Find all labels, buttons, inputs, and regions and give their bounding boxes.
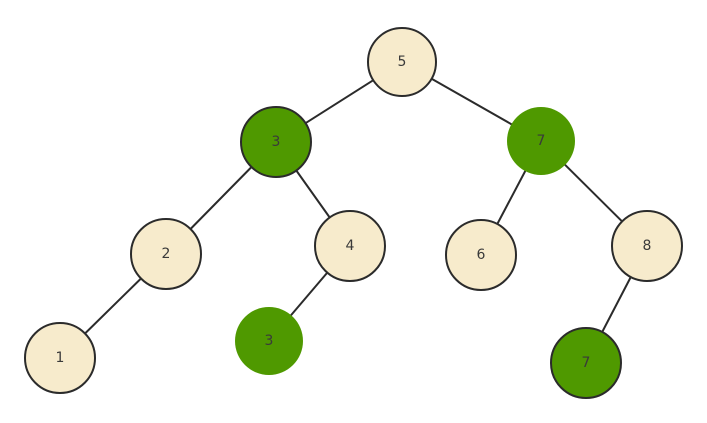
tree-node-n7b: 7 [550, 327, 622, 399]
tree-edge-n3a-n2 [189, 166, 253, 230]
tree-node-label: 5 [398, 54, 407, 70]
tree-edges [84, 77, 632, 335]
tree-edge-n7a-n8 [564, 163, 624, 223]
tree-node-label: 3 [272, 134, 281, 150]
tree-node-circle [611, 210, 683, 282]
tree-node-n2: 2 [130, 218, 202, 290]
tree-node-circle [24, 322, 96, 394]
tree-node-circle [130, 218, 202, 290]
tree-node-n6: 6 [445, 219, 517, 291]
tree-node-label: 3 [265, 333, 274, 349]
tree-node-label: 7 [537, 133, 546, 149]
tree-node-circle [507, 107, 575, 175]
tree-edge-n4-n3b [290, 271, 329, 317]
tree-edge-n8-n7b [601, 276, 632, 333]
tree-node-circle [235, 307, 303, 375]
tree-edge-n5-n7a [430, 77, 513, 126]
tree-node-label: 7 [582, 355, 591, 371]
tree-node-n7a: 7 [507, 107, 575, 175]
tree-node-n3b: 3 [235, 307, 303, 375]
tree-node-label: 8 [643, 238, 652, 254]
tree-node-label: 2 [162, 246, 171, 262]
tree-node-circle [550, 327, 622, 399]
tree-node-n1: 1 [24, 322, 96, 394]
tree-node-label: 1 [56, 350, 65, 366]
tree-node-n8: 8 [611, 210, 683, 282]
tree-node-n4: 4 [314, 210, 386, 282]
tree-edge-n2-n1 [84, 277, 142, 335]
tree-node-circle [445, 219, 517, 291]
tree-node-n5: 5 [367, 27, 437, 97]
tree-node-label: 6 [477, 247, 486, 263]
tree-edge-n7a-n6 [496, 170, 527, 225]
tree-edge-n5-n3a [304, 79, 375, 125]
tree-nodes: 5 3 7 2 4 6 8 1 3 7 [24, 27, 683, 399]
tree-node-circle [240, 106, 312, 178]
tree-node-circle [314, 210, 386, 282]
tree-node-label: 4 [346, 238, 355, 254]
tree-node-circle [367, 27, 437, 97]
tree-edge-n3a-n4 [295, 169, 331, 219]
tree-node-n3a: 3 [240, 106, 312, 178]
